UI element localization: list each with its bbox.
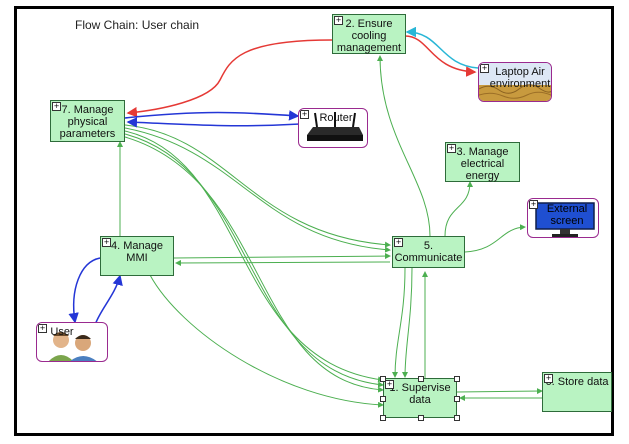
external-label: External screen (546, 203, 588, 227)
function-label: 3. Manage electrical energy (456, 146, 509, 182)
flow-5-to-1b[interactable] (402, 267, 413, 378)
flow-4-to-user-blue[interactable] (68, 257, 101, 324)
flow-5-to-2[interactable] (377, 55, 431, 237)
selection-handle[interactable] (380, 396, 386, 402)
flow-7-to-1a[interactable] (124, 130, 384, 383)
selection-handle[interactable] (418, 376, 424, 382)
flow-4-to-1[interactable] (149, 274, 384, 408)
function-label: 1. Supervise data (389, 382, 451, 406)
expand-icon[interactable]: + (394, 238, 403, 247)
external-label: Router (319, 112, 353, 124)
expand-icon[interactable]: + (334, 16, 343, 25)
flow-7-to-router-blue[interactable] (124, 110, 300, 121)
selection-handle[interactable] (454, 415, 460, 421)
diagram-title: Flow Chain: User chain (75, 18, 200, 32)
expand-icon[interactable]: + (447, 144, 456, 153)
function-label: 2. Ensure cooling management (336, 18, 402, 54)
expand-icon[interactable]: + (529, 200, 538, 209)
user-icon (48, 332, 97, 361)
selection-handle[interactable] (454, 376, 460, 382)
external-laptop-air-environment[interactable]: + Laptop Air environment (478, 62, 552, 102)
function-1-supervise-data[interactable]: + 1. Supervise data (383, 378, 457, 418)
flow-5-to-1a[interactable] (392, 267, 406, 378)
expand-icon[interactable]: + (52, 102, 61, 111)
expand-icon[interactable]: + (385, 380, 394, 389)
function-label: 5. Communicate (394, 240, 463, 264)
wheat-field-image (479, 63, 551, 101)
expand-icon[interactable]: + (480, 64, 489, 73)
function-3-manage-electrical-energy[interactable]: + 3. Manage electrical energy (445, 142, 520, 182)
selection-handle[interactable] (380, 376, 386, 382)
function-7-manage-physical-parameters[interactable]: + 7. Manage physical parameters (50, 100, 125, 142)
function-5-communicate[interactable]: + 5. Communicate (392, 236, 465, 268)
selection-handle[interactable] (380, 415, 386, 421)
external-label: Laptop Air environment (489, 66, 551, 90)
flow-2-to-7-red[interactable] (126, 39, 333, 118)
function-2-ensure-cooling[interactable]: + 2. Ensure cooling management (332, 14, 406, 54)
flow-laptop-to-2-cyan[interactable] (405, 26, 479, 69)
monitor-icon (535, 202, 595, 237)
flow-5-to-screen[interactable] (464, 224, 526, 253)
external-user[interactable]: + User (36, 322, 108, 362)
expand-icon[interactable]: + (102, 238, 111, 247)
flow-1-to-6a[interactable] (456, 388, 543, 395)
expand-icon[interactable]: + (38, 324, 47, 333)
external-screen[interactable]: + External screen (527, 198, 599, 238)
flow-2-to-laptop-red[interactable] (404, 35, 477, 77)
selection-handle[interactable] (418, 415, 424, 421)
flow-7-to-5b[interactable] (124, 127, 391, 253)
expand-icon[interactable]: + (300, 110, 309, 119)
flow-7-to-5a[interactable] (124, 124, 391, 248)
external-router[interactable]: + Router (298, 108, 368, 148)
flow-router-to-7-blue[interactable] (126, 117, 301, 128)
function-label: 6. Store data (545, 376, 609, 388)
function-4-manage-mmi[interactable]: + 4. Manage MMI (100, 236, 174, 276)
router-icon (307, 112, 363, 141)
flow-user-to-4-blue[interactable] (94, 274, 123, 326)
function-6-store-data[interactable]: + 6. Store data (542, 372, 612, 412)
flow-7-to-1c[interactable] (124, 136, 384, 393)
selection-handle[interactable] (454, 396, 460, 402)
flow-4-to-5a[interactable] (173, 253, 391, 260)
flow-5-to-4[interactable] (175, 259, 391, 266)
function-label: 4. Manage MMI (111, 240, 163, 264)
external-label: User (50, 326, 74, 338)
expand-icon[interactable]: + (544, 374, 553, 383)
function-label: 7. Manage physical parameters (59, 104, 116, 140)
flow-5-to-3[interactable] (444, 181, 473, 237)
flow-7-to-1b[interactable] (124, 133, 384, 388)
